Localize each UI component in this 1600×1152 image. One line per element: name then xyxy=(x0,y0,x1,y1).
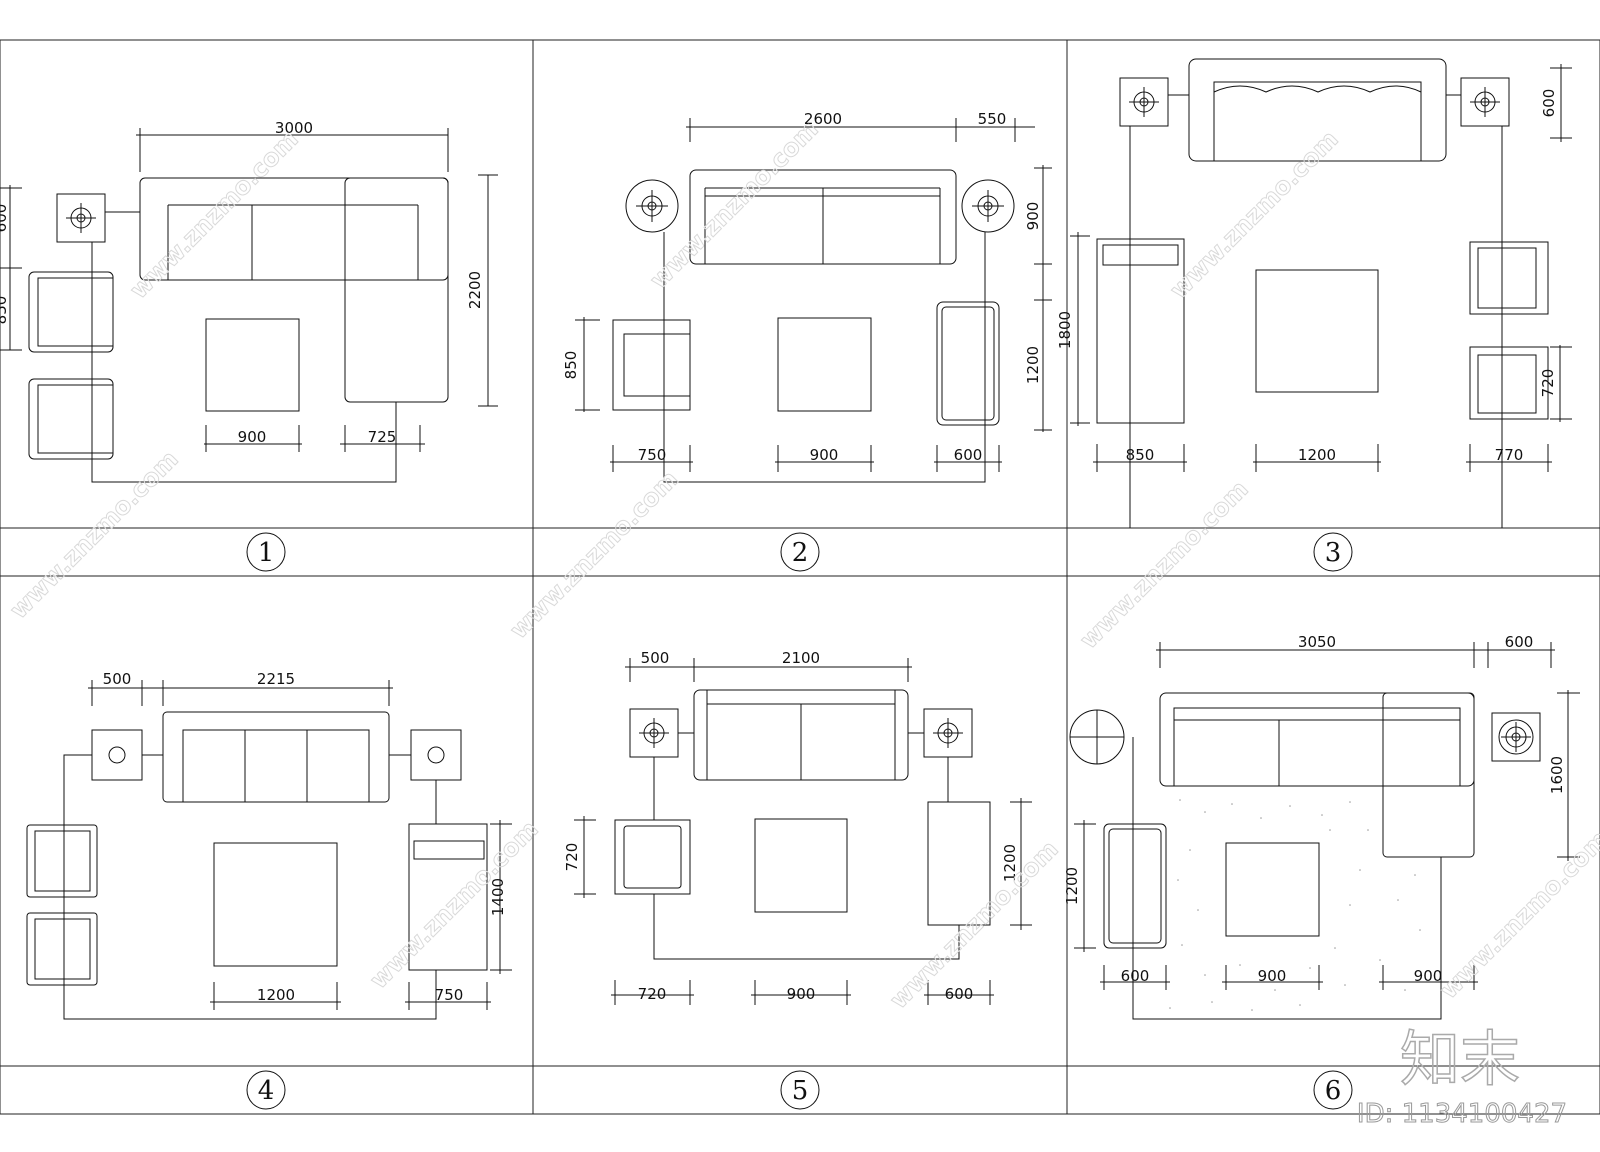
dim-3-bottom-left: 850 xyxy=(1126,446,1155,464)
dim-1-bottom-table: 900 xyxy=(238,428,267,446)
dim-4-bottom-right: 750 xyxy=(435,986,464,1004)
dim-5-bottom-right: 600 xyxy=(945,985,974,1003)
dim-6-bottom-left: 600 xyxy=(1121,967,1150,985)
dim-4-top-sofa: 2215 xyxy=(257,670,295,688)
dim-2-left: 850 xyxy=(562,351,580,380)
dim-5-top-table: 500 xyxy=(641,649,670,667)
watermark-site: www.znzmo.com xyxy=(504,465,683,644)
dim-3-right-top: 600 xyxy=(1540,89,1558,118)
watermark-site: www.znzmo.com xyxy=(4,445,183,624)
panel-3-dimensions xyxy=(1070,64,1572,472)
watermark-site: www.znzmo.com xyxy=(644,115,823,294)
watermark-site: www.znzmo.com xyxy=(884,835,1063,1014)
panel-1-layout xyxy=(29,178,448,482)
dim-2-bottom-mid: 900 xyxy=(810,446,839,464)
panel-number-6: 6 xyxy=(1325,1076,1342,1106)
dim-4-top-table: 500 xyxy=(103,670,132,688)
watermark-site: www.znzmo.com xyxy=(1074,475,1253,654)
dim-2-right-bottom: 1200 xyxy=(1024,346,1042,384)
watermark-site: www.znzmo.com xyxy=(1434,825,1600,1004)
panel-number-3: 3 xyxy=(1325,538,1342,568)
dim-3-bottom-right: 770 xyxy=(1495,446,1524,464)
panel-6-dimensions xyxy=(1074,642,1580,990)
watermark-site: www.znzmo.com xyxy=(364,815,543,994)
dim-1-top: 3000 xyxy=(275,119,313,137)
dim-4-bottom-mid: 1200 xyxy=(257,986,295,1004)
dim-3-right-bottom: 720 xyxy=(1539,369,1557,398)
watermark-site: www.znzmo.com xyxy=(124,125,303,304)
dim-5-top-sofa: 2100 xyxy=(782,649,820,667)
panel-number-2: 2 xyxy=(792,538,809,568)
dim-1-left-b: 850 xyxy=(0,296,10,325)
dim-6-top-lamp: 600 xyxy=(1505,633,1534,651)
panel-6-rug-texture xyxy=(1169,799,1421,1011)
panel-2-layout xyxy=(613,170,1015,482)
dim-2-bottom-left: 750 xyxy=(638,446,667,464)
panel-number-1: 1 xyxy=(258,538,275,568)
dim-1-left-a: 600 xyxy=(0,204,10,233)
dim-2-bottom-right: 600 xyxy=(954,446,983,464)
panel-number-4: 4 xyxy=(258,1076,275,1106)
dim-2-top-sofa: 2600 xyxy=(804,110,842,128)
dim-4-right: 1400 xyxy=(489,878,507,916)
panel-5-layout xyxy=(615,690,990,959)
watermark-site: www.znzmo.com xyxy=(1164,125,1343,304)
panel-5-dimensions xyxy=(574,658,1032,1005)
dim-5-right: 1200 xyxy=(1001,844,1019,882)
dim-5-bottom-left: 720 xyxy=(638,985,667,1003)
panel-4-layout xyxy=(27,712,487,1019)
dim-1-right: 2200 xyxy=(466,271,484,309)
dim-6-top-sofa: 3050 xyxy=(1298,633,1336,651)
panel-number-5: 5 xyxy=(792,1076,809,1106)
panel-6-layout xyxy=(1070,693,1541,1019)
watermark-brand: 知末 xyxy=(1400,1025,1520,1095)
dim-1-bottom-chaise: 725 xyxy=(368,428,397,446)
dim-6-bottom-right: 900 xyxy=(1414,967,1443,985)
dim-3-bottom-mid: 1200 xyxy=(1298,446,1336,464)
dim-5-bottom-mid: 900 xyxy=(787,985,816,1003)
panel-3-layout xyxy=(1097,59,1548,528)
panel-1-dimensions xyxy=(0,128,498,452)
dim-5-left: 720 xyxy=(563,843,581,872)
dim-6-right: 1600 xyxy=(1548,756,1566,794)
panel-2-dimensions xyxy=(575,118,1052,472)
sheet-frame xyxy=(0,40,1600,1114)
dim-2-right-top: 900 xyxy=(1024,202,1042,231)
dim-6-bottom-mid: 900 xyxy=(1258,967,1287,985)
dim-6-left: 1200 xyxy=(1063,867,1081,905)
panel-number-labels xyxy=(247,533,1352,1109)
dim-3-left: 1800 xyxy=(1056,311,1074,349)
watermark-id: ID: 1134100427 xyxy=(1357,1099,1567,1129)
panel-4-dimensions xyxy=(88,680,512,1010)
dim-2-top-lamp: 550 xyxy=(978,110,1007,128)
